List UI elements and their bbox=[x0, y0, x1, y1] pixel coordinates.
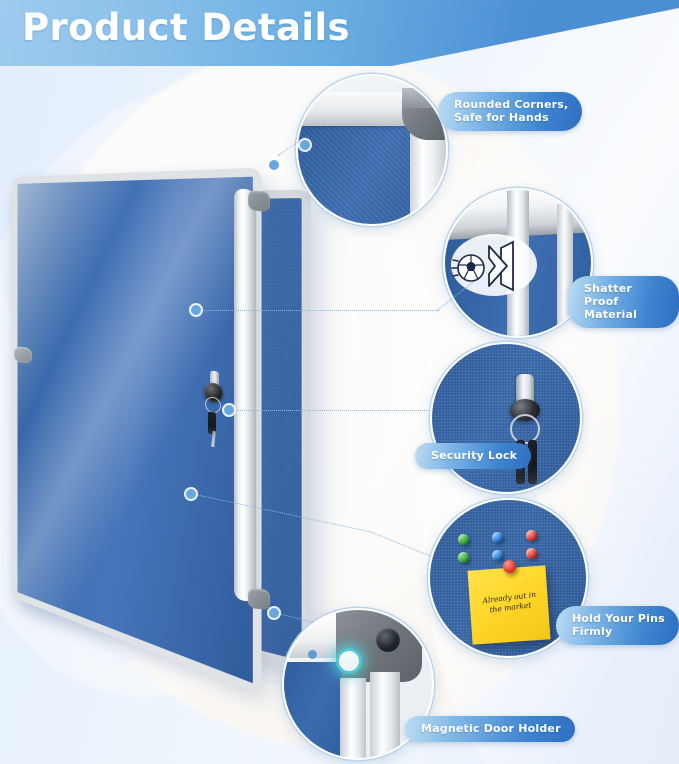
label-magnetic-door-holder: Magnetic Door Holder bbox=[405, 716, 575, 742]
anchor-dot-shatter bbox=[191, 305, 201, 315]
page-title: Product Details bbox=[22, 6, 350, 49]
lead-line-lock bbox=[233, 410, 429, 411]
corner-cap-top bbox=[248, 190, 270, 212]
anchor-dot-lock bbox=[224, 405, 234, 415]
push-pin-blue-1 bbox=[492, 532, 503, 543]
push-pin-green-2 bbox=[458, 552, 469, 563]
label-shatter-proof: Shatter Proof Material bbox=[568, 276, 679, 328]
label-hold-pins: Hold Your Pins Firmly bbox=[556, 606, 679, 645]
push-pin-red-2 bbox=[526, 548, 537, 559]
knob-icon bbox=[376, 628, 400, 652]
callout-dot bbox=[308, 650, 317, 659]
magnet-icon bbox=[336, 648, 362, 674]
felt-surface bbox=[282, 662, 342, 760]
push-pin-blue-2 bbox=[492, 550, 503, 561]
sticky-note-text: Already out in the market bbox=[478, 589, 542, 616]
product-image-notice-board bbox=[8, 165, 308, 635]
glass-door bbox=[12, 168, 262, 696]
anchor-dot-magnet bbox=[269, 608, 279, 618]
anchor-dot-pins bbox=[186, 489, 196, 499]
lead-line-shatter bbox=[199, 310, 439, 311]
aluminium-stile bbox=[234, 188, 256, 603]
soccer-ball-glass-icon bbox=[451, 234, 537, 296]
corner-cap-bottom bbox=[248, 588, 270, 610]
felt-surface bbox=[296, 122, 410, 226]
frame-leg-one bbox=[340, 678, 366, 760]
anchor-dot-corners bbox=[300, 140, 310, 150]
push-pin-on-note bbox=[503, 560, 516, 573]
corner-cap-door bbox=[14, 346, 33, 364]
anchor-dot-corners-b bbox=[269, 160, 279, 170]
feature-circle-rounded-corners bbox=[296, 74, 448, 226]
sticky-note: Already out in the market bbox=[468, 565, 551, 644]
push-pin-red-1 bbox=[526, 530, 537, 541]
label-security-lock: Security Lock bbox=[415, 443, 531, 469]
label-rounded-corners: Rounded Corners, Safe for Hands bbox=[438, 92, 582, 131]
door-felt-backing bbox=[18, 177, 253, 684]
push-pin-green-1 bbox=[458, 534, 469, 545]
feature-circle-security-lock bbox=[430, 342, 582, 494]
shatter-proof-svg bbox=[451, 234, 537, 296]
frame-leg-two bbox=[370, 672, 400, 760]
